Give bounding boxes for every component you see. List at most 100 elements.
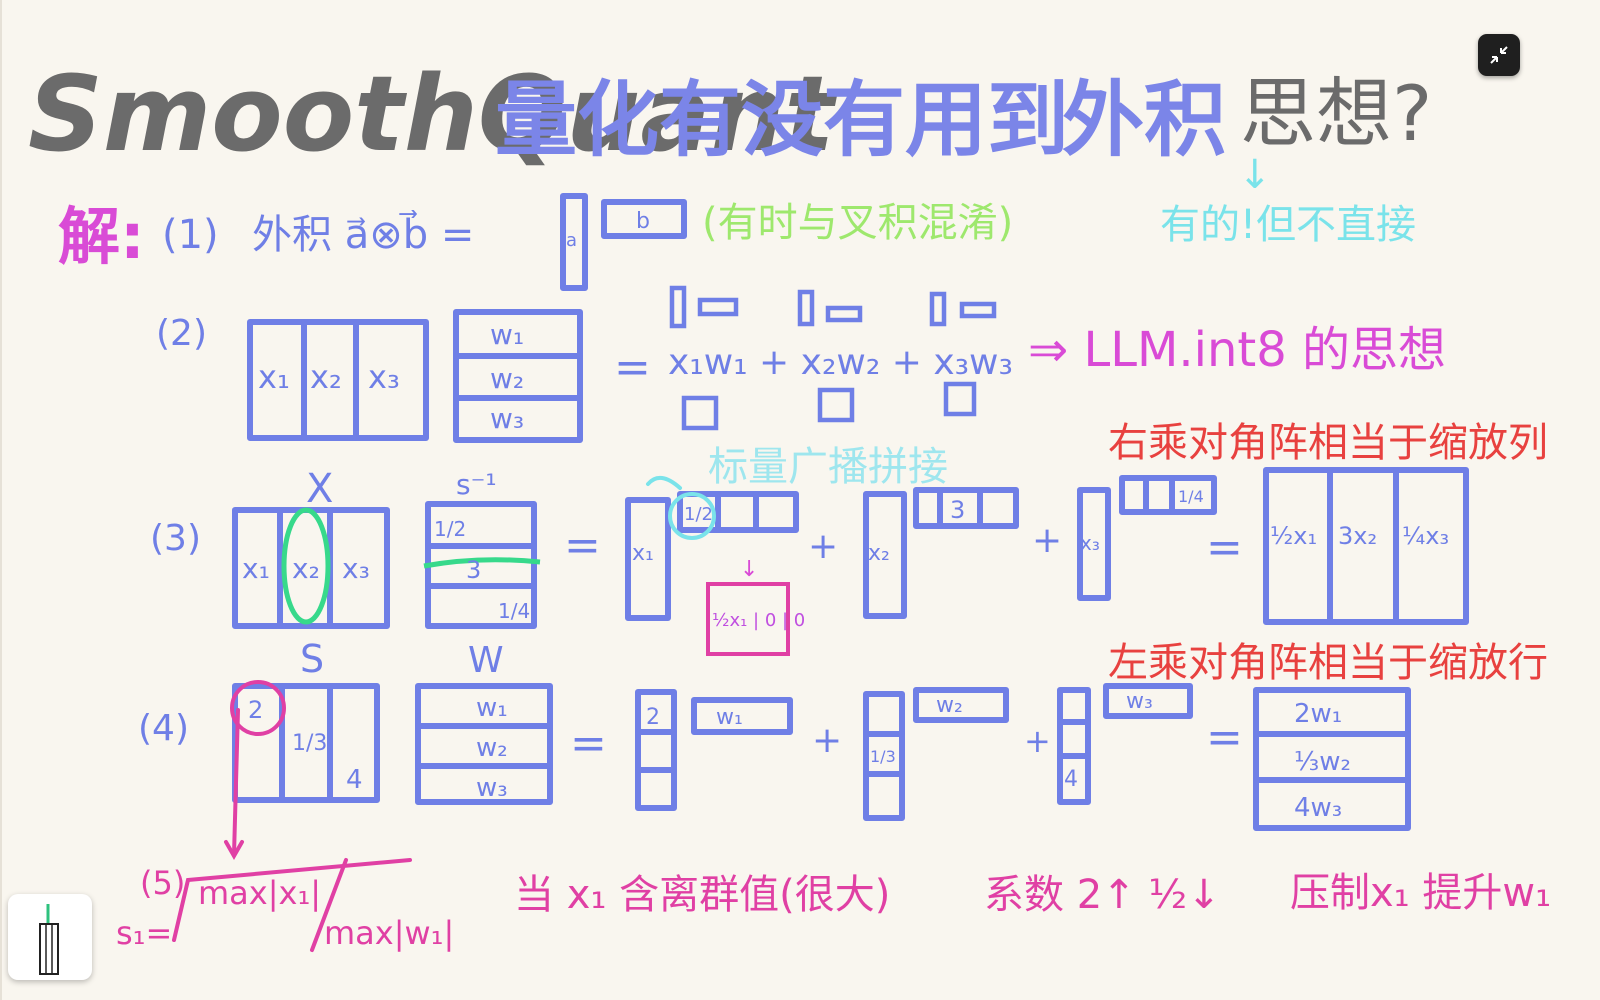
collapse-button[interactable] [1478,34,1520,76]
row4-w1: w₁ [476,693,508,723]
row1-note: (有时与叉积混淆) [702,200,1013,246]
row1-text: 外积 a⃗⊗b⃗ = [252,210,474,258]
row3-x1: x₁ [242,552,270,585]
row4: (4) S 2 1/3 4 W w₁ w₂ w₃ = 2 w₁ [138,637,1548,831]
svg-text:4: 4 [1064,767,1078,792]
svg-text:x₁: x₁ [632,541,654,566]
page-thumbnail-icon [39,904,59,975]
title-part3: 外积 [1062,73,1226,168]
row4-number: (4) [138,708,189,749]
svg-text:x₃: x₃ [1080,531,1100,555]
row3-equals: = [564,520,601,571]
answer-label: 解: [58,200,145,273]
row1: 解: (1) 外积 a⃗⊗b⃗ = a b (有时与叉积混淆) ↓ 有的!但不直… [58,152,1416,291]
row4-equals2: = [1206,712,1243,763]
row3-s2: 3 [466,556,481,584]
row4-w-matrix: w₁ w₂ w₃ [415,683,553,805]
row2-conclusion: ⇒ LLM.int8 的思想 [1028,322,1446,378]
row1-reply: 有的!但不直接 [1160,202,1416,248]
row1-row-vector [601,199,687,239]
row5-number: (5) [140,864,185,902]
row2: (2) x₁ x₂ x₃ w₁ w₂ w₃ = [156,285,1446,443]
title-part2: 量化有没有用到 [495,73,1069,168]
row2-expression: x₁w₁ + x₂w₂ + x₃w₃ [668,342,1013,383]
row4-s2: 1/3 [292,731,327,756]
row3-s-label: s⁻¹ [456,468,497,501]
row2-small-shapes [669,285,997,431]
row2-x-matrix: x₁ x₂ x₃ [247,319,429,441]
row5-connector-arrowhead [224,840,244,861]
row2-x2: x₂ [310,358,342,396]
row3-term3: x₃ 1/4 [1077,475,1217,601]
row3-x3: x₃ [342,552,370,585]
collapse-arrows-icon [1490,46,1508,64]
row1-vec-a: a [566,230,577,251]
row3-right-note: 右乘对角阵相当于缩放列 [1108,420,1548,466]
row4-w3: w₃ [476,773,508,803]
row4-s-matrix: 2 1/3 4 [230,680,380,803]
svg-text:1/2: 1/2 [684,504,713,525]
row4-term3: 4 w₃ [1057,683,1193,805]
row3-s-matrix: 1/2 3 1/4 [423,501,541,629]
title: SmoothQuant 量化有没有用到 外积 思想? [28,53,1432,175]
row3-broadcast-arrow [646,476,682,490]
row4-equals: = [570,718,607,769]
title-part1: SmoothQuant [28,53,838,175]
row1-arrow: ↓ [1238,152,1272,198]
row3-x-matrix: x₁ x₂ x₃ [232,507,390,629]
row3-broadcast-box: ½x₁ | 0 | 0 [706,582,805,656]
row4-w2: w₂ [476,733,508,763]
row5-fraction-slash [310,858,348,952]
row2-w-matrix: w₁ w₂ w₃ [453,309,583,443]
row4-result-matrix: 2w₁ ⅓w₂ 4w₃ [1253,687,1411,831]
row4-s3: 4 [346,765,363,795]
svg-text:1/4: 1/4 [1178,487,1204,506]
row5-connector-line [232,708,240,857]
row2-number: (2) [156,313,207,354]
row5-text2: 系数 2↑ ½↓ [984,872,1221,918]
row5-denominator: max|w₁| [324,914,454,952]
row3-down-arrow: ↓ [740,557,758,582]
row5-text1: 当 x₁ 含离群值(很大) [514,872,890,918]
row3-circle-half [668,492,716,540]
row3-x2: x₂ [292,552,320,585]
row3-broadcast-note: 标量广播拼接 [708,444,948,490]
row4-result1: 2w₁ [1294,699,1342,729]
row2-x1: x₁ [258,358,290,396]
row4-result3: 4w₃ [1294,793,1342,823]
row3-term1: x₁ 1/2 [625,476,799,621]
row5-radical [172,858,412,942]
left-edge [0,0,2,1000]
row4-plus1: + [812,720,842,761]
row3: (3) X x₁ x₂ x₃ s⁻¹ 1/2 3 1/4 = x₁ [150,420,1548,656]
row3-equals2: = [1206,522,1243,573]
page-thumbnail[interactable] [8,894,92,980]
row4-w-label: W [468,640,504,681]
row3-result-matrix: ½x₁ 3x₂ ¼x₃ [1263,467,1469,625]
row4-s-label: S [300,637,324,681]
row3-broadcast-result: ½x₁ | 0 | 0 [712,610,805,631]
svg-text:x₂: x₂ [868,541,890,566]
row2-equals: = [614,342,651,393]
row3-highlight-x2 [281,507,331,625]
row4-result2: ⅓w₂ [1294,747,1351,777]
row3-plus1: + [808,526,838,567]
title-part4: 思想? [1240,69,1432,158]
row3-result2: 3x₂ [1338,522,1377,550]
svg-text:1/3: 1/3 [870,747,896,766]
row5: (5) s₁= max|x₁| max|w₁| 当 x₁ 含离群值(很大) 系数… [116,708,1551,952]
svg-text:2: 2 [646,705,660,730]
row4-s1: 2 [248,696,263,724]
row5-numerator: max|x₁| [198,874,321,912]
row3-plus2: + [1032,520,1062,561]
row3-number: (3) [150,518,201,559]
row5-text3: 压制x₁ 提升w₁ [1290,870,1551,916]
svg-text:w₁: w₁ [716,705,743,730]
row3-s3: 1/4 [498,599,530,623]
row1-column-vector [560,193,588,291]
row4-term1: 2 w₁ [635,689,793,811]
row3-result1: ½x₁ [1270,522,1317,550]
row5-lhs: s₁= [116,914,172,952]
